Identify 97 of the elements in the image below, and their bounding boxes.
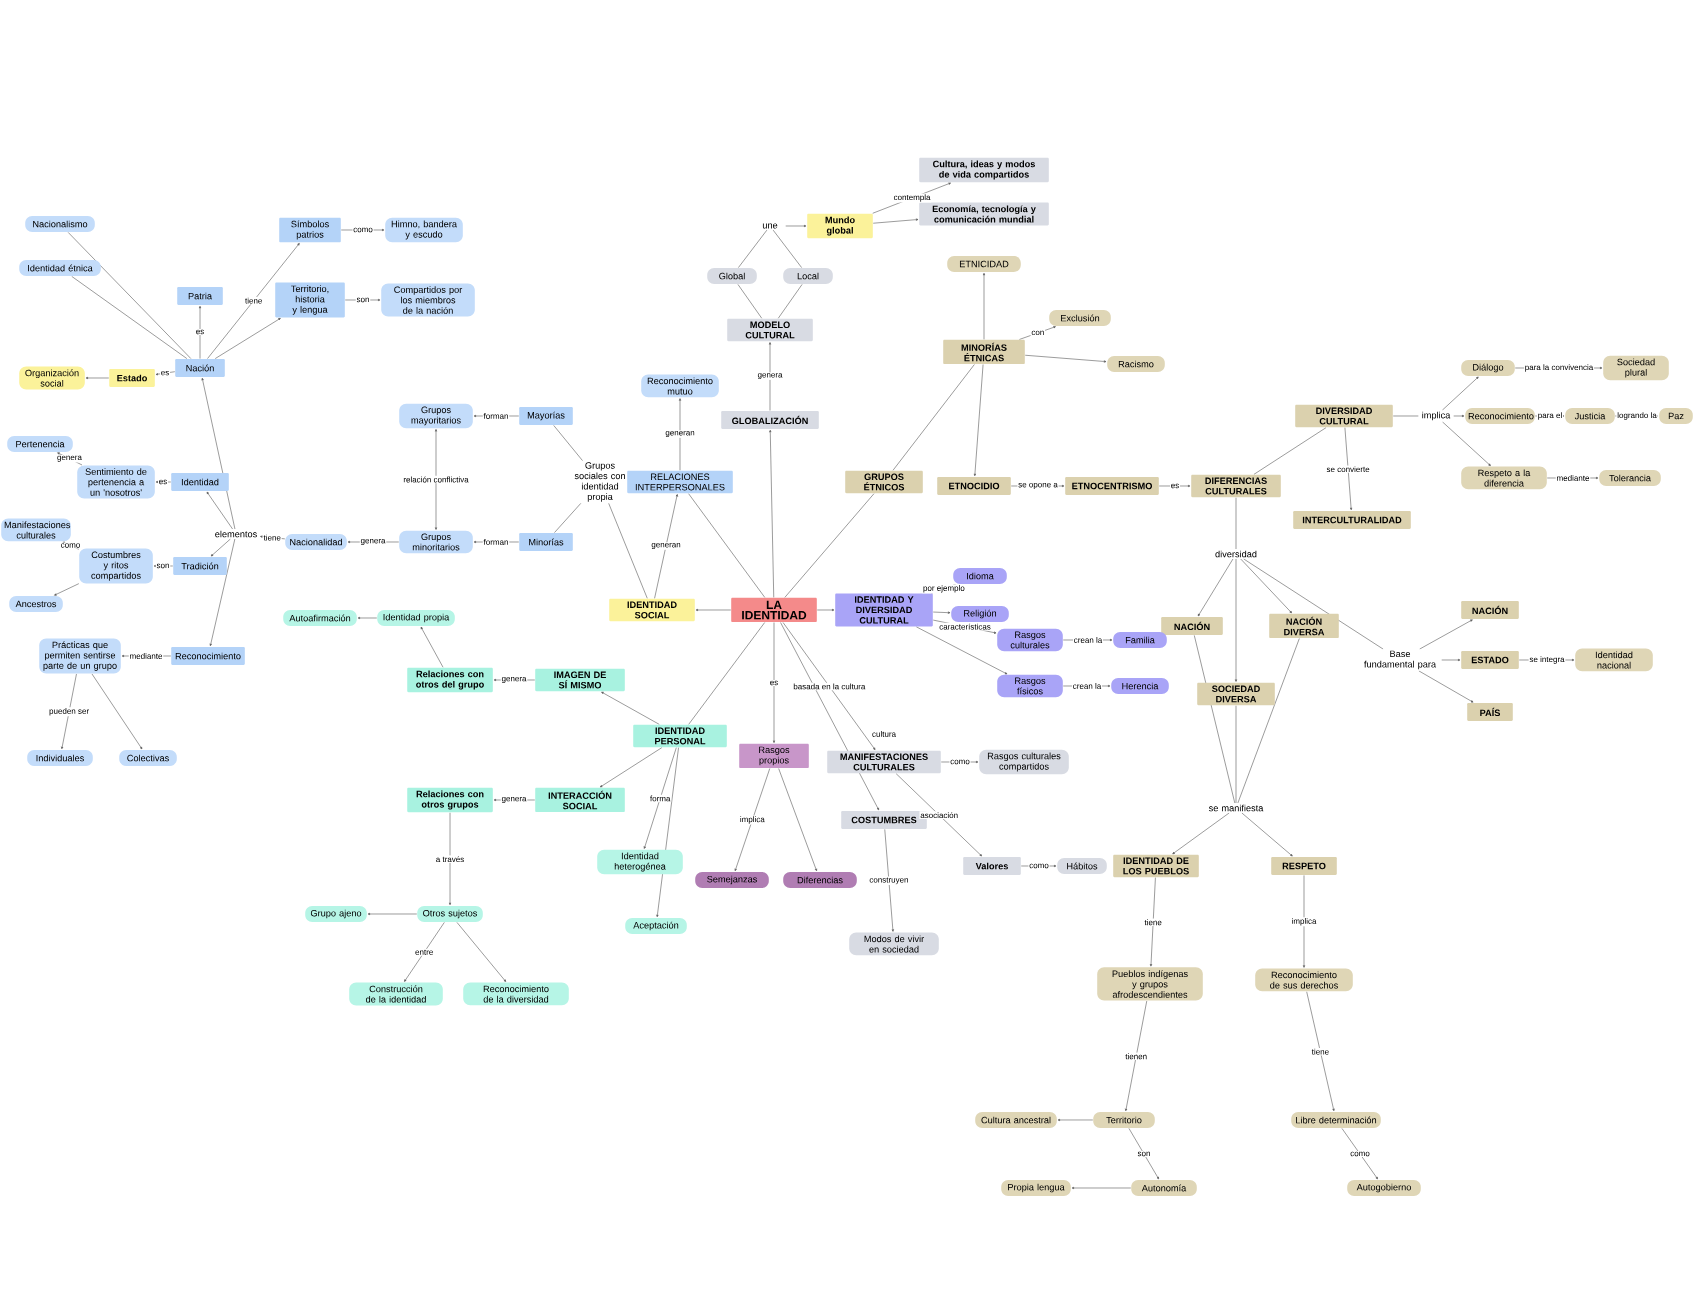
arrow	[198, 305, 202, 359]
arrow	[695, 608, 732, 612]
arrow	[210, 538, 231, 557]
arrow	[599, 747, 663, 788]
arrow	[1546, 476, 1599, 480]
connector-line	[688, 622, 765, 725]
connector-line	[1194, 635, 1236, 804]
arrow	[1062, 638, 1113, 642]
arrow	[1128, 1128, 1159, 1180]
arrow	[493, 678, 536, 682]
arrow	[982, 272, 986, 340]
arrow	[473, 414, 520, 418]
arrow	[816, 608, 835, 612]
arrow	[884, 829, 894, 932]
arrow	[260, 535, 286, 540]
arrow	[1241, 812, 1293, 857]
arrow	[1020, 864, 1057, 868]
arrow	[1071, 1186, 1132, 1190]
arrow	[1518, 658, 1575, 662]
arrow	[1158, 484, 1191, 488]
arrow	[420, 626, 444, 668]
arrow	[1125, 1000, 1148, 1112]
connector-line	[1253, 427, 1327, 475]
arrow	[1442, 421, 1491, 466]
arrow	[340, 228, 385, 232]
arrow	[932, 611, 951, 614]
arrow	[1234, 558, 1238, 682]
arrow	[344, 298, 381, 302]
connector-line	[777, 284, 803, 319]
connector-line	[772, 229, 802, 268]
arrow	[895, 773, 982, 857]
arrow	[357, 616, 378, 620]
arrow	[85, 376, 110, 380]
arrow	[772, 622, 776, 743]
arrow	[54, 583, 80, 596]
arrow	[643, 747, 677, 849]
arrow	[456, 922, 507, 982]
arrow	[1341, 1128, 1378, 1180]
connector-line	[1235, 705, 1237, 804]
arrow	[91, 673, 143, 750]
arrow	[207, 243, 300, 359]
arrow	[768, 342, 772, 411]
arrow	[209, 538, 236, 647]
connector-line	[737, 284, 763, 319]
arrow	[448, 812, 452, 906]
arrow	[940, 760, 979, 764]
arrow	[1302, 875, 1306, 968]
arrow	[155, 371, 176, 376]
arrow	[473, 540, 520, 544]
arrow	[782, 622, 876, 750]
connector-line	[71, 276, 188, 359]
arrow	[493, 798, 536, 802]
arrow	[654, 494, 678, 599]
arrow	[201, 377, 236, 530]
arrow	[872, 182, 951, 214]
connector-line	[67, 232, 192, 359]
arrow	[1453, 414, 1465, 418]
arrow	[678, 398, 682, 471]
arrow	[434, 429, 438, 530]
connector-line	[688, 493, 766, 598]
arrow	[1024, 354, 1107, 363]
arrow	[785, 224, 807, 228]
arrow	[769, 429, 775, 598]
arrow	[404, 922, 445, 982]
arrow	[1419, 619, 1473, 650]
arrow	[1442, 376, 1479, 411]
arrow	[214, 318, 281, 359]
connector-line	[784, 493, 875, 598]
arrow	[1418, 670, 1474, 703]
arrow	[1057, 1118, 1094, 1122]
arrow	[778, 768, 817, 872]
arrow	[916, 626, 1008, 675]
arrow	[1149, 877, 1156, 967]
arrow	[347, 540, 400, 544]
arrow	[61, 673, 77, 750]
arrow	[1172, 812, 1230, 855]
arrow	[206, 491, 233, 530]
arrow	[973, 364, 984, 477]
arrow	[734, 768, 771, 872]
arrow	[601, 691, 660, 725]
connector-line	[554, 503, 582, 533]
arrow	[872, 218, 919, 224]
connector-line	[1235, 497, 1237, 550]
arrow	[1019, 326, 1056, 340]
arrow	[1240, 558, 1292, 614]
connector-line	[608, 503, 648, 599]
connector-line	[1392, 415, 1419, 417]
connector-line	[738, 229, 768, 268]
connector-line	[553, 425, 583, 461]
arrow	[1441, 658, 1461, 662]
connector-line	[1237, 638, 1300, 804]
arrow	[1344, 427, 1353, 511]
arrow	[1197, 558, 1234, 617]
connector-line	[892, 364, 975, 471]
connector-line	[1243, 558, 1384, 650]
arrow	[1306, 991, 1335, 1112]
arrow	[367, 912, 418, 916]
